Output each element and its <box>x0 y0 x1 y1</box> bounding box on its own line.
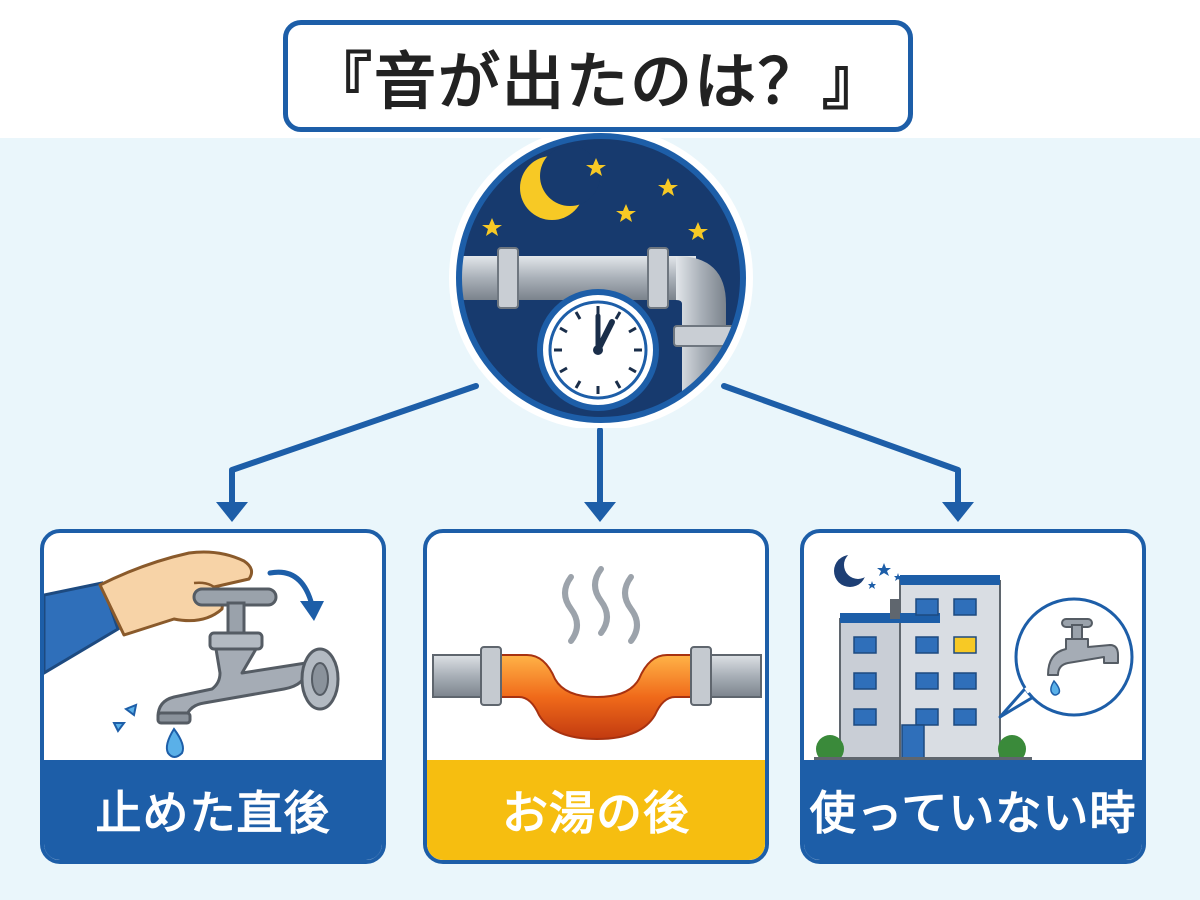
clock-icon <box>537 289 659 411</box>
hot-pipe-icon <box>432 646 762 741</box>
hand-icon <box>98 550 254 637</box>
steam-icon <box>562 566 640 644</box>
hot-pipe-illustration <box>432 566 762 741</box>
water-drop-icon <box>112 703 184 758</box>
card-label: 使っていない時 <box>804 760 1142 860</box>
arrow-to-right-card <box>721 383 961 508</box>
card-when-unused: 使っていない時 <box>800 529 1146 864</box>
card-after-stopping: 止めた直後 <box>40 529 386 864</box>
crescent-moon-icon <box>834 551 872 587</box>
faucet-icon <box>156 587 340 725</box>
star-icon <box>482 158 708 240</box>
card-label: お湯の後 <box>427 760 765 860</box>
arrowhead-middle <box>584 502 616 522</box>
apartment-building-icon <box>814 575 1032 763</box>
page-title: 『音が出たのは？』 <box>309 45 886 118</box>
faucet-icon <box>1047 618 1119 696</box>
crescent-moon-icon <box>520 146 600 220</box>
arrow-to-left-card <box>229 383 479 508</box>
water-drop-icon <box>1050 679 1061 696</box>
faucet-hand-illustration <box>44 550 340 758</box>
arrowhead-left <box>216 502 248 522</box>
night-pipe-clock-illustration <box>449 128 753 428</box>
arrowhead-right <box>942 502 974 522</box>
turn-arrow-icon <box>267 569 324 621</box>
card-label: 止めた直後 <box>44 760 382 860</box>
title-box: 『音が出たのは？』 <box>283 20 913 132</box>
star-icon <box>868 563 902 589</box>
card-after-hot-water: お湯の後 <box>423 529 769 864</box>
apartment-night-illustration <box>814 551 1134 763</box>
